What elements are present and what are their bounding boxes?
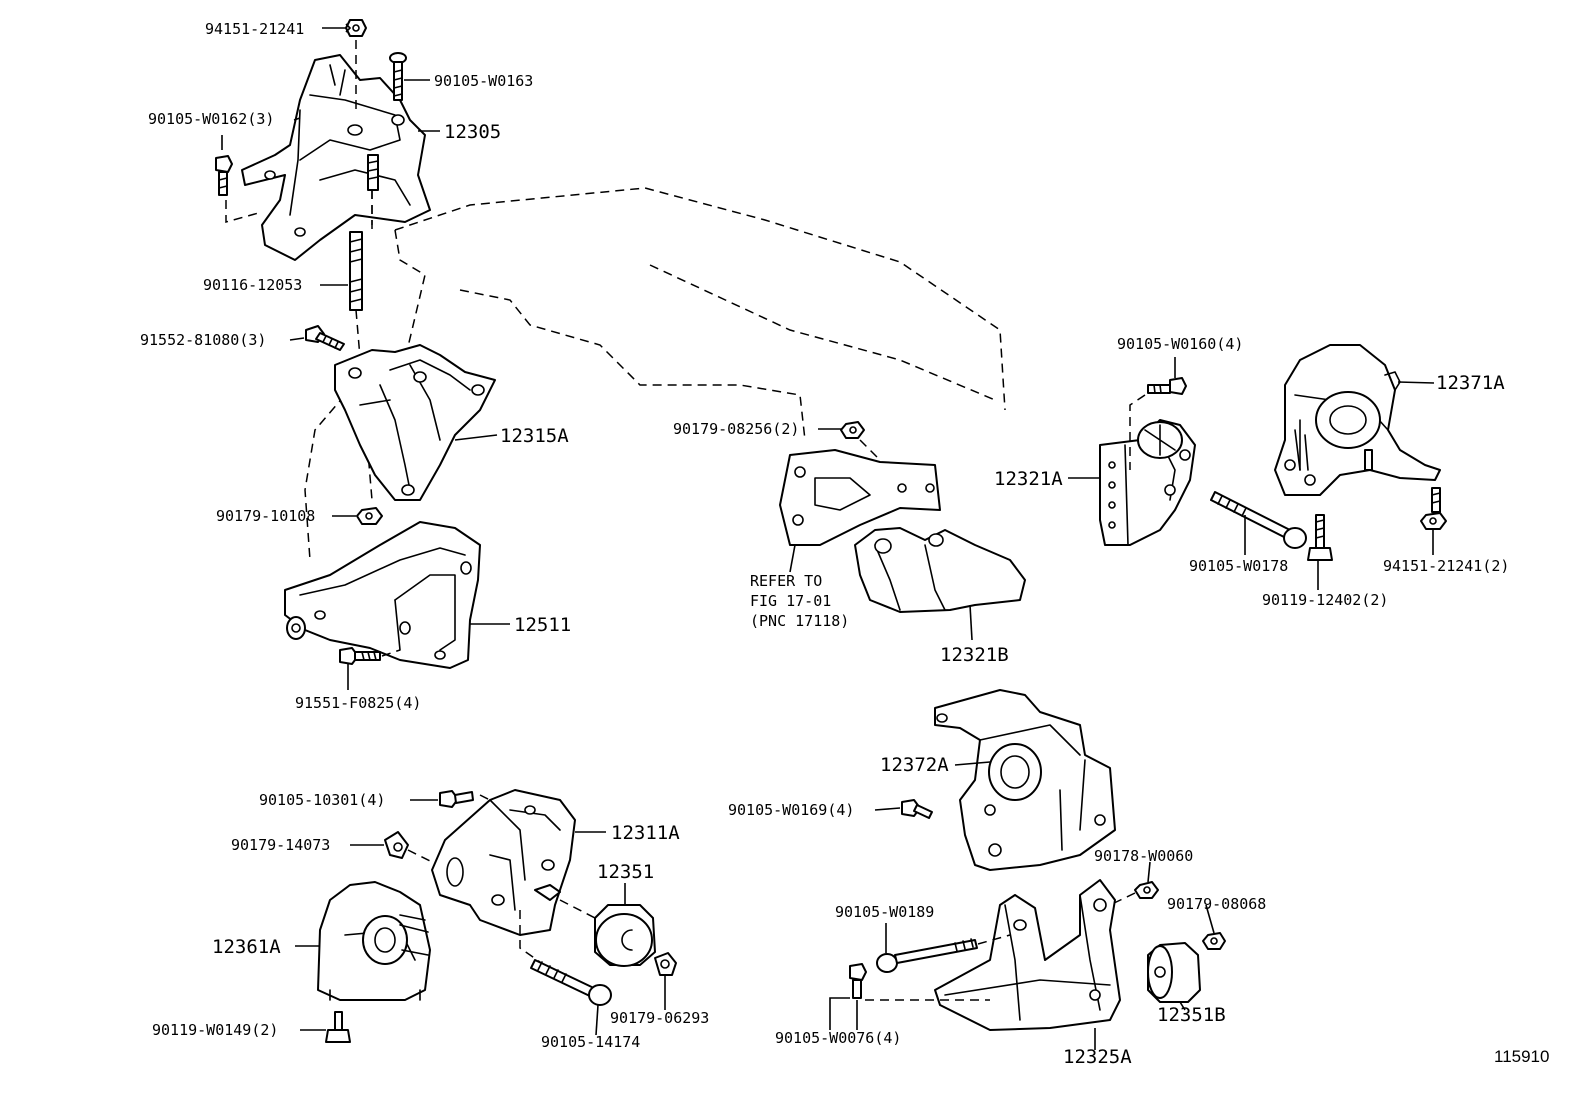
label-90105-14174: 90105-14174 xyxy=(541,1033,640,1051)
label-90105-w0076: 90105-W0076(4) xyxy=(775,1029,901,1047)
label-12351: 12351 xyxy=(597,861,654,883)
label-90179-08256: 90179-08256(2) xyxy=(673,420,799,438)
part-12315A-bracket xyxy=(334,344,496,501)
label-90105-w0162: 90105-W0162(3) xyxy=(148,110,274,128)
label-90179-06293: 90179-06293 xyxy=(610,1009,709,1027)
label-12351B: 12351B xyxy=(1157,1004,1226,1026)
part-12371A-mount xyxy=(1274,344,1441,496)
bolt-90105-w0160 xyxy=(1129,377,1187,470)
label-90179-10108: 90179-10108 xyxy=(216,507,315,525)
stud-upper-12305 xyxy=(367,154,379,191)
stud-90119-12402 xyxy=(1307,514,1333,561)
part-12511-bracket xyxy=(284,521,481,669)
stud-12371A xyxy=(1364,449,1373,471)
bolt-90105-w0169 xyxy=(901,799,933,819)
label-12311A: 12311A xyxy=(611,822,680,844)
nut-94151-21241-right xyxy=(1420,512,1447,530)
label-90105-10301: 90105-10301(4) xyxy=(259,791,385,809)
nut-94151-21241-top xyxy=(345,19,367,110)
bolt-90105-10301 xyxy=(439,790,491,808)
label-91552-81080: 91552-81080(3) xyxy=(140,331,266,349)
bolt-91551-f0825 xyxy=(339,647,401,665)
label-refer-line1: REFER TO xyxy=(750,572,822,590)
part-12325A-bracket xyxy=(934,879,1121,1031)
label-refer-line2: FIG 17-01 xyxy=(750,592,831,610)
bolt-90105-w0189 xyxy=(876,934,1011,973)
label-12305: 12305 xyxy=(444,121,501,143)
stud-90119-w0149 xyxy=(325,1011,351,1043)
label-94151-21241-2: 94151-21241(2) xyxy=(1383,557,1509,575)
label-12321A: 12321A xyxy=(994,468,1063,490)
label-90116-12053: 90116-12053 xyxy=(203,276,302,294)
part-12351-bushing xyxy=(594,904,656,967)
label-90119-12402: 90119-12402(2) xyxy=(1262,591,1388,609)
bolt-90105-w0178 xyxy=(1210,491,1307,549)
label-94151-21241-top: 94151-21241 xyxy=(205,20,304,38)
nut-90179-14073 xyxy=(384,831,433,863)
label-90105-w0178: 90105-W0178 xyxy=(1189,557,1288,575)
stud-12311A xyxy=(534,884,596,919)
engine-block-outline xyxy=(304,187,1006,561)
bolt-91552-81080 xyxy=(305,325,345,351)
label-90178-w0060: 90178-W0060 xyxy=(1094,847,1193,865)
label-12321B: 12321B xyxy=(940,644,1009,666)
nut-90179-08068 xyxy=(1202,932,1226,950)
bolt-90105-w0076 xyxy=(849,963,990,1001)
label-90179-08068: 90179-08068 xyxy=(1167,895,1266,913)
catalog-number: 115910 xyxy=(1494,1047,1549,1066)
label-12361A: 12361A xyxy=(212,936,281,958)
label-12511: 12511 xyxy=(514,614,571,636)
stud-90116-12053 xyxy=(349,160,373,501)
bolt-90105-14174 xyxy=(519,910,612,1006)
label-12315A: 12315A xyxy=(500,425,569,447)
label-90119-w0149: 90119-W0149(2) xyxy=(152,1021,278,1039)
part-12351B-bushing xyxy=(1147,942,1201,1003)
label-90105-w0169: 90105-W0169(4) xyxy=(728,801,854,819)
label-90105-w0163: 90105-W0163 xyxy=(434,72,533,90)
label-12372A: 12372A xyxy=(880,754,949,776)
label-90179-14073: 90179-14073 xyxy=(231,836,330,854)
label-90105-w0160: 90105-W0160(4) xyxy=(1117,335,1243,353)
part-12372A-mount xyxy=(934,689,1116,871)
nut-90178-w0060 xyxy=(1109,881,1159,906)
bolt-90105-w0163 xyxy=(389,52,407,101)
nut-90179-08256 xyxy=(840,421,881,461)
part-17118-bracket xyxy=(779,449,941,546)
nut-90179-10108 xyxy=(356,507,383,525)
nut-90179-06293 xyxy=(654,952,677,976)
stud-right-12371A xyxy=(1431,487,1441,513)
leader-lines xyxy=(221,23,1435,1050)
part-12311A-bracket xyxy=(431,789,576,936)
part-12305-mount xyxy=(241,54,431,261)
part-12321B-bracket xyxy=(854,527,1026,613)
bolt-90105-w0162 xyxy=(215,155,263,223)
label-12325A: 12325A xyxy=(1063,1046,1132,1068)
label-12371A: 12371A xyxy=(1436,372,1505,394)
label-refer-line3: (PNC 17118) xyxy=(750,612,849,630)
part-12361A-mount xyxy=(317,881,431,1001)
label-90105-w0189: 90105-W0189 xyxy=(835,903,934,921)
part-labels: 94151-21241 90105-W0163 90105-W0162(3) 1… xyxy=(140,20,1549,1068)
part-12321A-mount xyxy=(1099,419,1196,546)
label-91551-f0825: 91551-F0825(4) xyxy=(295,694,421,712)
